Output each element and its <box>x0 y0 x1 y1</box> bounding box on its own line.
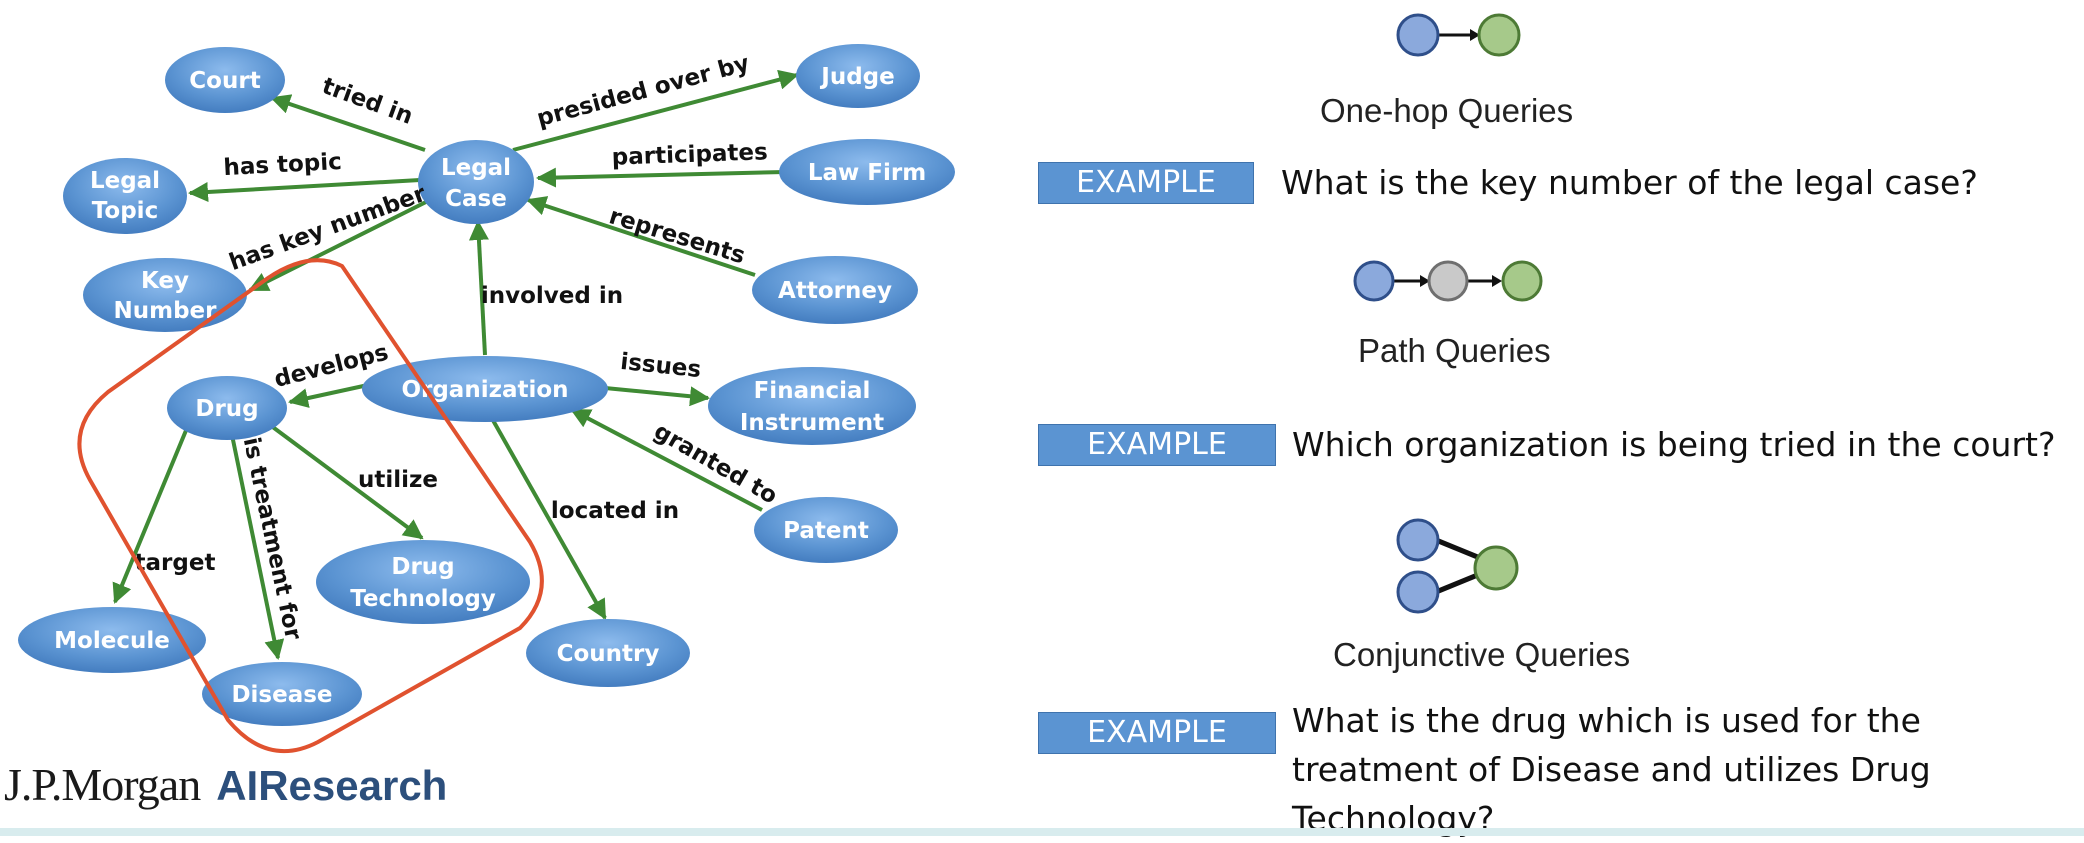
edge-label-participates: participates <box>611 139 768 170</box>
edge-target <box>112 427 189 604</box>
airesearch-wordmark: AIResearch <box>216 762 448 809</box>
edge-has-key-number <box>248 198 431 292</box>
one-hop-queries-title: One-hop Queries <box>1320 92 1574 129</box>
node-label-drug-technology-1: Drug <box>391 554 454 580</box>
node-drug <box>167 376 287 440</box>
brand-logo: J.P.Morgan AIResearch <box>4 758 447 818</box>
node-label-legal-case-2: Case <box>445 186 507 212</box>
node-drug-technology <box>316 540 530 624</box>
edge-represents <box>526 196 756 277</box>
node-label-judge: Judge <box>819 64 894 90</box>
node-label-drug: Drug <box>195 396 258 422</box>
knowledge-graph-diagram: Court Judge Legal Topic Legal Case Law F… <box>18 44 955 754</box>
node-legal-topic <box>63 158 187 234</box>
node-court <box>165 47 285 113</box>
node-label-attorney: Attorney <box>778 278 892 304</box>
node-label-financial-instrument-1: Financial <box>754 378 871 404</box>
node-label-organization: Organization <box>401 377 568 403</box>
node-label-legal-topic-2: Topic <box>92 198 158 224</box>
node-attorney <box>752 256 918 324</box>
node-law-firm <box>779 139 955 205</box>
edge-label-target: target <box>135 550 216 576</box>
conjunctive-query-icon <box>1396 518 1519 614</box>
edge-has-topic <box>188 178 421 202</box>
node-label-drug-technology-2: Technology <box>350 586 496 612</box>
path-queries-title: Path Queries <box>1358 332 1551 369</box>
node-label-molecule: Molecule <box>54 628 170 654</box>
edge-label-tried-in: tried in <box>319 73 417 130</box>
edge-utilize <box>268 423 424 540</box>
node-label-key-number-1: Key <box>141 268 189 294</box>
edge-label-located-in: located in <box>551 498 679 524</box>
example-question-conjunctive-line-1: What is the drug which is used for the <box>1292 701 1921 740</box>
node-financial-instrument <box>708 367 916 445</box>
example-question-path: Which organization is being tried in the… <box>1292 425 2056 464</box>
edge-granted-to <box>570 408 763 512</box>
highlight-region <box>77 258 544 754</box>
node-patent <box>754 497 898 563</box>
edge-label-is-treatment-for: is treatment for <box>238 435 306 643</box>
edge-label-has-topic: has topic <box>223 149 343 181</box>
node-disease <box>202 662 362 726</box>
node-label-law-firm: Law Firm <box>808 160 926 186</box>
edge-develops <box>288 383 369 408</box>
example-badge-one-hop: EXAMPLE <box>1038 162 1254 204</box>
edge-presided-over-by <box>512 69 799 152</box>
example-badge-path: EXAMPLE <box>1038 424 1276 466</box>
node-country <box>526 619 690 687</box>
edge-tried-in <box>270 94 426 152</box>
node-label-disease: Disease <box>231 682 332 708</box>
node-label-legal-topic-1: Legal <box>90 168 160 194</box>
one-hop-query-icon <box>1396 13 1521 57</box>
node-label-patent: Patent <box>783 518 869 544</box>
example-question-one-hop: What is the key number of the legal case… <box>1281 163 1978 202</box>
node-molecule <box>18 607 206 673</box>
node-label-country: Country <box>557 641 660 667</box>
example-question-conjunctive-line-2: treatment of Disease and utilizes Drug <box>1292 750 1931 789</box>
path-query-icon <box>1353 260 1543 302</box>
node-key-number <box>83 258 247 332</box>
edge-label-involved-in: involved in <box>481 283 623 309</box>
edge-located-in <box>488 414 607 620</box>
node-organization <box>362 356 608 422</box>
node-label-court: Court <box>189 68 260 94</box>
edge-label-utilize: utilize <box>358 467 438 493</box>
edge-label-issues: issues <box>619 349 702 383</box>
bottom-border <box>0 828 2084 836</box>
node-label-financial-instrument-2: Instrument <box>740 410 884 436</box>
edge-participates <box>536 167 786 188</box>
edge-is-treatment-for <box>230 434 285 660</box>
edge-involved-in <box>468 220 489 356</box>
edge-label-represents: represents <box>606 203 748 269</box>
node-label-key-number-2: Number <box>114 298 218 324</box>
edge-issues <box>604 386 710 407</box>
node-judge <box>796 44 920 108</box>
edge-label-presided-over-by: presided over by <box>534 50 752 132</box>
node-label-legal-case-1: Legal <box>441 155 511 181</box>
node-legal-case <box>418 140 534 224</box>
example-badge-conjunctive: EXAMPLE <box>1038 712 1276 754</box>
jpmorgan-wordmark: J.P.Morgan <box>4 759 201 810</box>
conjunctive-queries-title: Conjunctive Queries <box>1333 636 1631 673</box>
